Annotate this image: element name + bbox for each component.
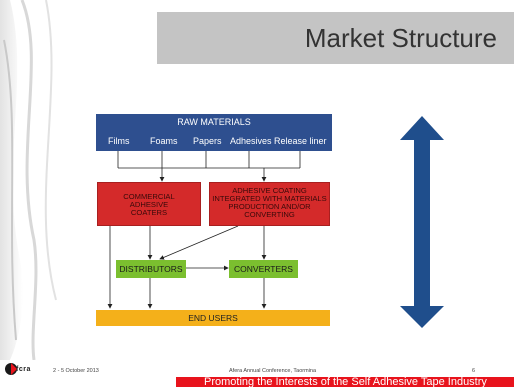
commercial-coaters-box: COMMERCIAL ADHESIVE COATERS — [97, 182, 201, 226]
raw-materials-title: RAW MATERIALS — [177, 117, 251, 127]
logo-icon — [5, 363, 17, 375]
raw-material-papers: Papers — [193, 136, 222, 146]
raw-material-adhesives: Adhesives — [230, 136, 272, 146]
converters-box: CONVERTERS — [229, 260, 298, 278]
footer-banner-text: Promoting the Interests of the Self Adhe… — [204, 377, 487, 387]
footer-page-number: 6 — [472, 368, 476, 374]
slide-title: Market Structure — [304, 23, 497, 53]
title-bar: Market Structure — [157, 12, 514, 64]
distributors-box: DISTRIBUTORS — [116, 260, 186, 278]
footer-conference: Afera Annual Conference, Taormina — [229, 368, 317, 374]
footer-logo-text: fcra — [16, 366, 31, 373]
double-arrow-icon — [400, 116, 444, 328]
footer-banner: Promoting the Interests of the Self Adhe… — [176, 377, 514, 387]
end-users-box: END USERS — [96, 310, 330, 326]
footer-date: 2 - 5 October 2013 — [53, 368, 99, 374]
raw-material-foams: Foams — [150, 136, 178, 146]
raw-material-films: Films — [108, 136, 130, 146]
raw-materials-box — [96, 114, 332, 151]
background-texture — [0, 0, 57, 360]
integrated-coating-box: ADHESIVE COATING INTEGRATED WITH MATERIA… — [209, 182, 330, 226]
raw-material-release-liner: Release liner — [274, 136, 327, 146]
